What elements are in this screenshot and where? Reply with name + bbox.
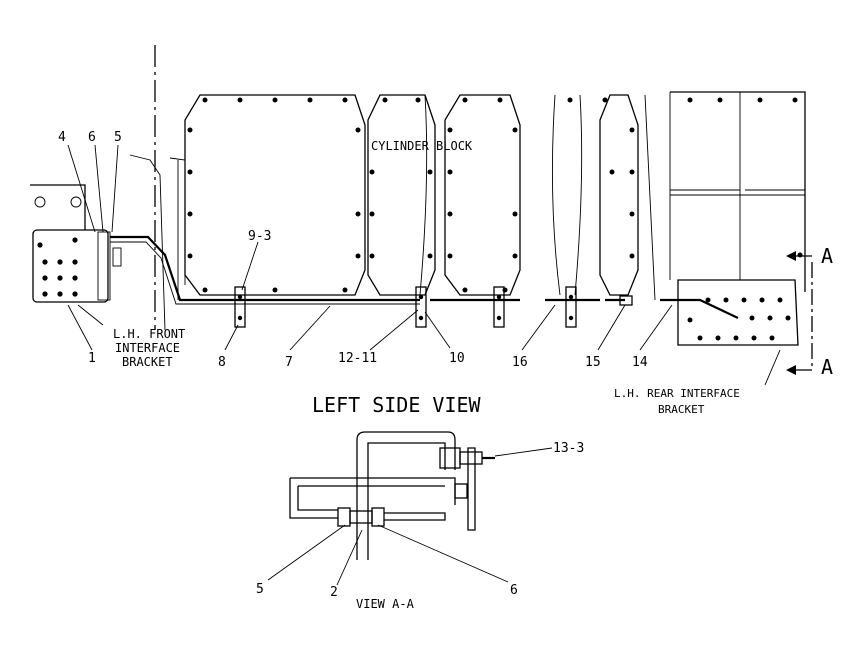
front-bracket-label-line-3: BRACKET xyxy=(122,355,173,369)
callout-8: 8 xyxy=(218,355,226,370)
tube-clips xyxy=(234,286,577,328)
view-a-a-detail xyxy=(267,431,553,586)
front-interface-bracket xyxy=(30,184,122,303)
view-callout-2: 2 xyxy=(330,585,338,600)
rear-housing xyxy=(669,91,806,292)
callout-9-3: 9-3 xyxy=(248,229,271,244)
rear-bracket-holes xyxy=(687,297,791,341)
front-bracket-label-line-1: L.H. FRONT xyxy=(113,327,185,341)
callout-14: 14 xyxy=(632,355,648,370)
head-panel-1 xyxy=(184,94,366,296)
rear-interface-bracket xyxy=(677,279,799,346)
callout-16: 16 xyxy=(512,355,528,370)
section-line-a-a xyxy=(786,251,813,375)
callout-12-11: 12-11 xyxy=(338,351,377,366)
rear-bracket-label-line-2: BRACKET xyxy=(658,403,705,416)
view-a-a-label: VIEW A-A xyxy=(356,597,415,611)
section-marker-top: A xyxy=(821,244,833,268)
view-callout-5: 5 xyxy=(256,582,264,597)
head-panel-4 xyxy=(599,94,639,296)
callout-5: 5 xyxy=(114,130,122,145)
labels: CYLINDER BLOCK LEFT SIDE VIEW A A L.H. F… xyxy=(58,130,833,611)
callout-6: 6 xyxy=(88,130,96,145)
section-marker-bottom: A xyxy=(821,355,833,379)
head-panel-2 xyxy=(367,94,436,296)
cylinder-block xyxy=(184,94,656,301)
tube-assembly xyxy=(110,235,739,319)
callout-15: 15 xyxy=(585,355,601,370)
callout-1: 1 xyxy=(88,351,96,366)
bracket-holes xyxy=(37,237,78,297)
front-bracket-label-line-2: INTERFACE xyxy=(115,341,180,355)
callout-10: 10 xyxy=(449,351,465,366)
rear-bracket-label-line-1: L.H. REAR INTERFACE xyxy=(614,387,740,400)
panel-bolts xyxy=(187,97,635,293)
callout-4: 4 xyxy=(58,130,66,145)
leader-lines xyxy=(67,144,781,386)
page-title: LEFT SIDE VIEW xyxy=(312,393,482,417)
view-callout-6: 6 xyxy=(510,583,518,598)
head-panel-3 xyxy=(444,94,521,296)
cylinder-block-label: CYLINDER BLOCK xyxy=(371,139,473,153)
callout-13-3: 13-3 xyxy=(553,441,584,456)
callout-7: 7 xyxy=(285,355,293,370)
